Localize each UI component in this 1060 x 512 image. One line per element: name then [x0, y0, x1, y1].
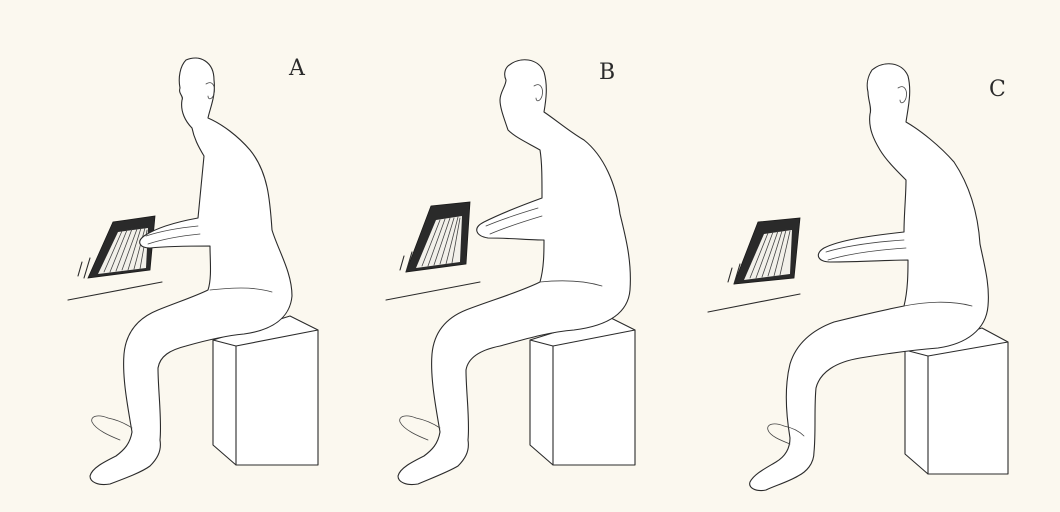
keyboard-c: [728, 218, 800, 284]
figure-label-a: A: [288, 56, 306, 81]
keyboard-b: [400, 202, 470, 272]
figure-label-c: C: [989, 77, 1006, 102]
piano-edge-a: [68, 282, 162, 300]
figure-c: C: [708, 64, 1008, 491]
stool-b: [530, 316, 635, 465]
stool-a: [213, 316, 318, 465]
figure-a: A: [68, 56, 318, 485]
figure-label-b: B: [599, 60, 615, 85]
piano-edge-c: [708, 294, 800, 312]
figure-b: B: [386, 60, 635, 485]
piano-edge-b: [386, 282, 480, 300]
